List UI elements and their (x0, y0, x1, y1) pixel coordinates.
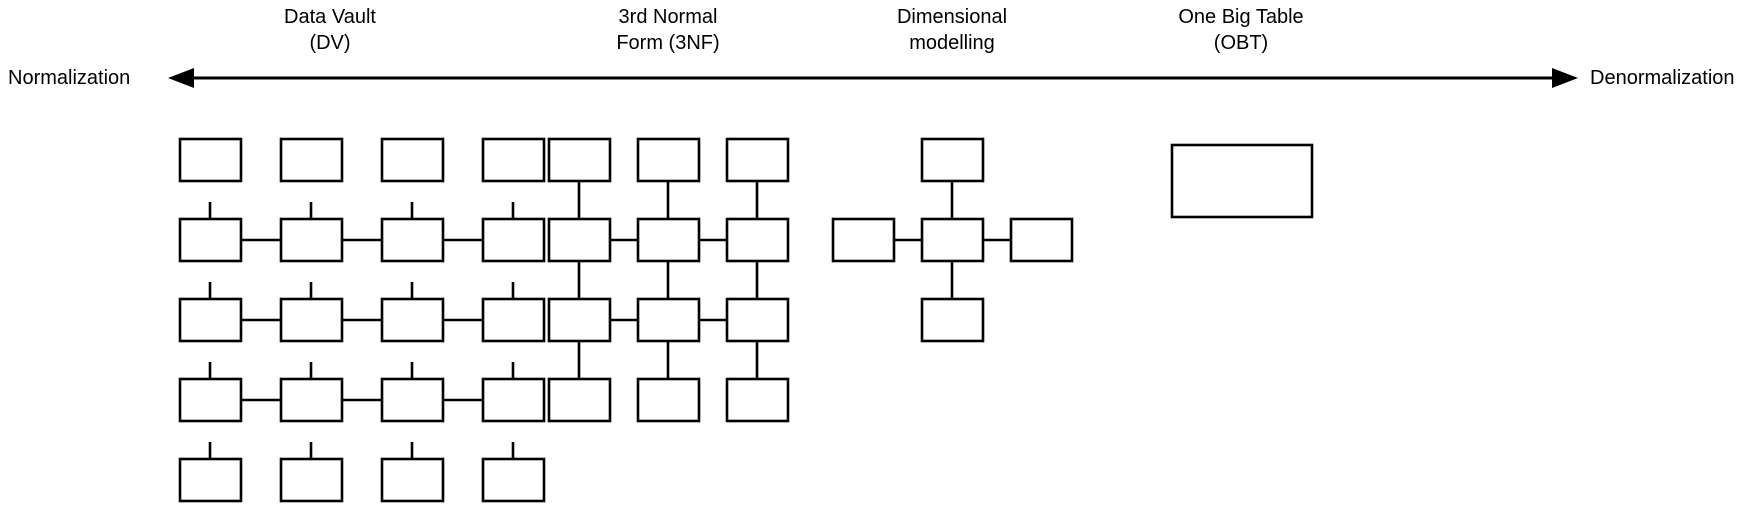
dv-entity-boxes (178, 137, 546, 503)
entity-box (279, 137, 344, 183)
entity-box (178, 377, 243, 423)
dimension-box-left (831, 217, 896, 263)
third-normal-form-model (547, 137, 790, 423)
one-big-table-model (1170, 143, 1314, 219)
entity-box (636, 377, 701, 423)
dimension-box-top (920, 137, 985, 183)
entity-box (481, 137, 546, 183)
entity-box (481, 457, 546, 503)
entity-box (636, 217, 701, 263)
entity-box (481, 217, 546, 263)
entity-box (380, 457, 445, 503)
entity-box (547, 377, 612, 423)
dimensional-model (831, 137, 1074, 343)
entity-box (380, 217, 445, 263)
entity-box (547, 137, 612, 183)
dim-links (894, 181, 1011, 299)
entity-box (725, 137, 790, 183)
stage-label-third-normal-form: 3rd Normal Form (3NF) (616, 6, 720, 54)
entity-box (547, 217, 612, 263)
dim-entity-boxes (831, 137, 1074, 343)
entity-box (636, 137, 701, 183)
entity-box (636, 297, 701, 343)
entity-box (178, 297, 243, 343)
entity-box (380, 297, 445, 343)
dv-horizontal-links (241, 238, 483, 402)
entity-box (178, 217, 243, 263)
stage-label-one-big-table: One Big Table (OBT) (1178, 6, 1304, 54)
entity-box (547, 297, 612, 343)
stage-label-dimensional-modelling: Dimensional modelling (896, 6, 1008, 54)
fact-box-center (920, 217, 985, 263)
nf3-vertical-links (577, 181, 759, 379)
entity-box (481, 297, 546, 343)
entity-box (380, 137, 445, 183)
dimension-box-right (1009, 217, 1074, 263)
one-big-table-box (1170, 143, 1314, 219)
stage-label-data-vault: Data Vault (DV) (284, 6, 376, 54)
entity-box (725, 297, 790, 343)
entity-box (279, 377, 344, 423)
normalization-spectrum-arrow (168, 68, 1578, 88)
entity-box (725, 217, 790, 263)
dv-vertical-links (208, 202, 515, 480)
nf3-entity-boxes (547, 137, 790, 423)
axis-label-normalization: Normalization (8, 67, 131, 89)
entity-box (279, 217, 344, 263)
dimension-box-bottom (920, 297, 985, 343)
entity-box (279, 297, 344, 343)
entity-box (725, 377, 790, 423)
entity-box (481, 377, 546, 423)
axis-label-denormalization: Denormalization (1590, 67, 1735, 89)
nf3-horizontal-links (610, 238, 727, 322)
entity-box (279, 457, 344, 503)
entity-box (178, 137, 243, 183)
data-vault-model (178, 137, 546, 503)
entity-box (178, 457, 243, 503)
entity-box (380, 377, 445, 423)
